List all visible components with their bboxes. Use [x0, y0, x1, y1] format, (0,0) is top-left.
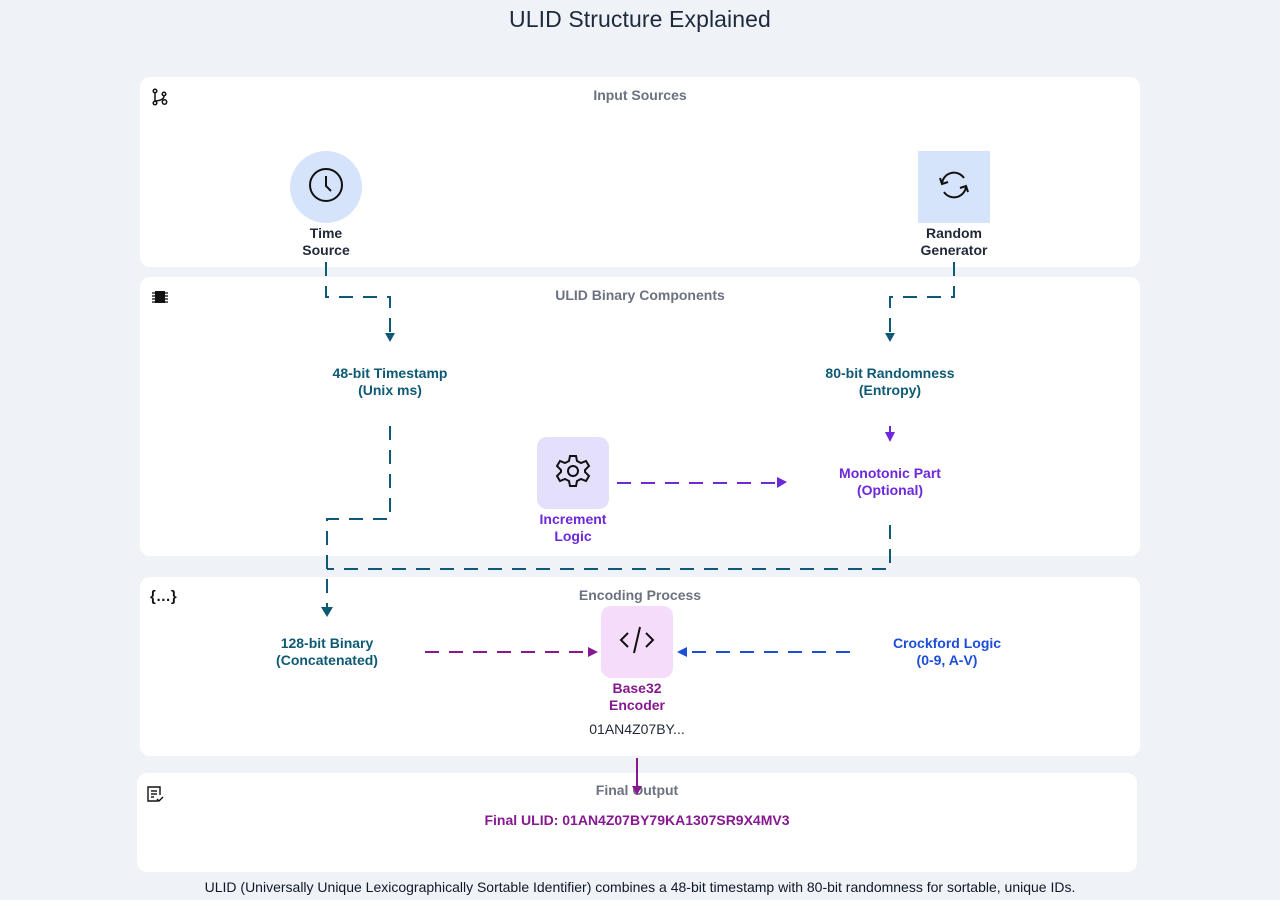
section-input-sources: Input Sources [140, 77, 1140, 267]
git-branch-icon [150, 87, 170, 107]
section-title-output: Final Output [595, 782, 679, 798]
clock-icon [308, 167, 344, 208]
gear-icon [555, 453, 591, 494]
section-title-input: Input Sources [593, 87, 687, 103]
binary128-node[interactable]: 128-bit Binary(Concatenated) [276, 635, 378, 668]
random-generator-node[interactable] [918, 151, 990, 223]
page-title: ULID Structure Explained [509, 6, 771, 32]
increment-logic-node[interactable] [537, 437, 609, 509]
crockford-node[interactable]: Crockford Logic(0-9, A-V) [892, 635, 1002, 668]
code-braces-icon: {…} [150, 588, 177, 605]
timestamp-node[interactable]: 48-bit Timestamp(Unix ms) [332, 365, 448, 398]
chip-icon [150, 287, 170, 307]
refresh-icon [936, 167, 972, 208]
base32-encoder-node[interactable] [601, 606, 673, 678]
final-ulid-value: Final ULID: 01AN4Z07BY79KA1307SR9X4MV3 [484, 812, 790, 828]
time-source-node[interactable] [290, 151, 362, 223]
footer-caption: ULID (Universally Unique Lexicographical… [204, 879, 1076, 895]
section-title-binary: ULID Binary Components [555, 287, 725, 303]
monotonic-node[interactable]: Monotonic Part(Optional) [839, 465, 941, 498]
section-title-encoding: Encoding Process [578, 587, 702, 603]
section-binary-components: ULID Binary Components [140, 277, 1140, 556]
base32-sample-output: 01AN4Z07BY... [589, 721, 685, 737]
code-icon [618, 622, 656, 663]
randomness-node[interactable]: 80-bit Randomness(Entropy) [825, 365, 955, 398]
checklist-icon [145, 785, 165, 805]
